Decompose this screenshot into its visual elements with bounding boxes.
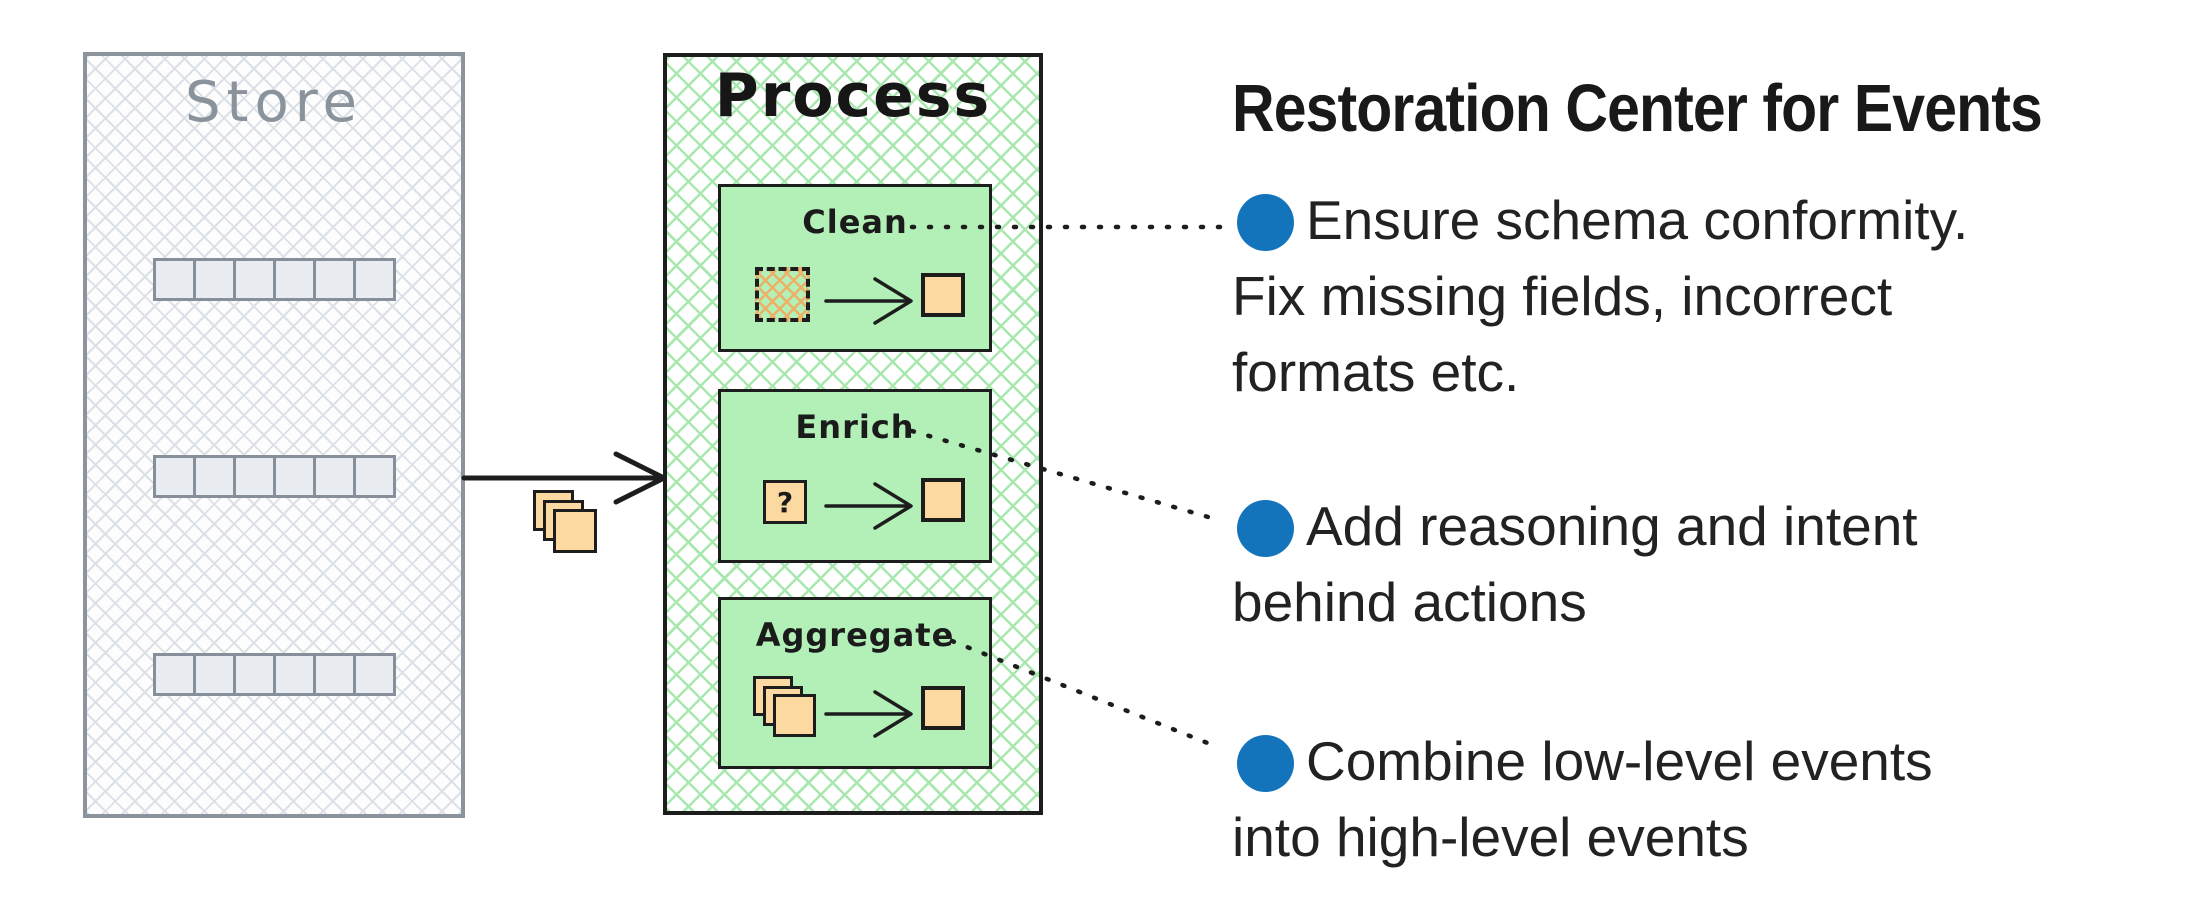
store-slot <box>353 455 396 498</box>
step-clean-label: Clean <box>802 203 908 241</box>
store-slot <box>273 455 316 498</box>
event-cards-stack-icon <box>533 490 599 556</box>
bullet-text: into high-level events <box>1232 806 1749 868</box>
store-slot <box>313 653 356 696</box>
page-title: Restoration Center for Events <box>1232 71 2043 146</box>
store-slot <box>153 653 196 696</box>
store-slot <box>193 455 236 498</box>
event-icon <box>921 478 965 522</box>
store-slot <box>313 258 356 301</box>
bullet-dot-icon <box>1237 194 1294 251</box>
bullet-text: behind actions <box>1232 571 1587 633</box>
arrow-icon <box>824 277 913 325</box>
store-slot <box>193 258 236 301</box>
process-box: Process Clean Enrich ? Aggregate <box>663 53 1043 815</box>
step-clean-box: Clean <box>718 184 992 352</box>
malformed-event-icon <box>755 267 810 322</box>
bullet-clean: Ensure schema conformity. Fix missing fi… <box>1232 182 1968 410</box>
store-row <box>153 653 396 696</box>
store-slot <box>233 653 276 696</box>
bullet-dot-icon <box>1237 500 1294 557</box>
store-slot <box>353 258 396 301</box>
event-icon <box>921 686 965 730</box>
bullet-text: formats etc. <box>1232 341 1520 403</box>
event-card <box>553 509 597 553</box>
step-aggregate-box: Aggregate <box>718 597 992 769</box>
store-slot <box>233 455 276 498</box>
bullet-text: Fix missing fields, incorrect <box>1232 265 1893 327</box>
bullet-text: Add reasoning and intent <box>1306 495 1918 557</box>
store-slot <box>233 258 276 301</box>
store-slot <box>353 653 396 696</box>
bullet-text: Ensure schema conformity. <box>1306 189 1969 251</box>
store-row <box>153 258 396 301</box>
store-slot <box>273 258 316 301</box>
arrow-icon <box>824 482 913 530</box>
unknown-event-icon: ? <box>763 480 807 524</box>
store-box: Store <box>83 52 465 818</box>
event-card <box>773 694 816 737</box>
store-slot <box>153 258 196 301</box>
store-slot <box>153 455 196 498</box>
arrow-icon <box>824 690 913 738</box>
bullet-aggregate: Combine low-level events into high-level… <box>1232 723 1933 875</box>
stacked-events-icon <box>753 676 819 742</box>
step-aggregate-label: Aggregate <box>755 616 955 654</box>
store-slot <box>273 653 316 696</box>
question-mark: ? <box>776 485 794 519</box>
step-enrich-label: Enrich <box>795 408 915 446</box>
step-enrich-box: Enrich ? <box>718 389 992 563</box>
store-slot <box>313 455 356 498</box>
store-slot <box>193 653 236 696</box>
store-row <box>153 455 396 498</box>
bullet-enrich: Add reasoning and intent behind actions <box>1232 488 1918 640</box>
process-title: Process <box>714 61 992 131</box>
event-icon <box>921 273 965 317</box>
bullet-dot-icon <box>1237 735 1294 792</box>
store-title: Store <box>184 70 363 135</box>
bullet-text: Combine low-level events <box>1306 730 1933 792</box>
